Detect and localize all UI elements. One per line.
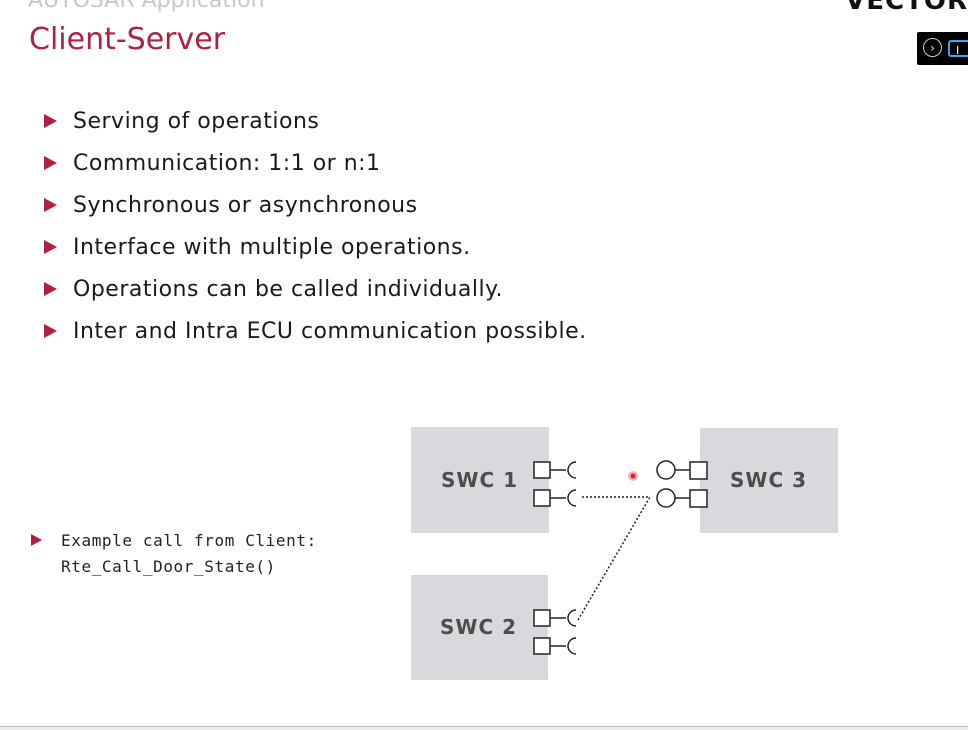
swc3-label: SWC 3: [730, 468, 808, 492]
swc1-label: SWC 1: [441, 468, 519, 492]
example-line-1: Example call from Client:: [61, 531, 317, 550]
player-controls[interactable]: › I: [917, 32, 968, 65]
footer-band: [0, 727, 968, 730]
bullet-text: Interface with multiple operations.: [73, 234, 471, 260]
triangle-bullet-icon: [44, 282, 57, 296]
list-item: Communication: 1:1 or n:1: [44, 142, 587, 184]
bullet-text: Inter and Intra ECU communication possib…: [73, 318, 587, 344]
swc2-port-2: [533, 637, 551, 655]
swc2-port-1: [533, 609, 551, 627]
triangle-bullet-icon: [44, 324, 57, 338]
example-line-2: Rte_Call_Door_State(): [61, 557, 276, 576]
list-item: Interface with multiple operations.: [44, 226, 587, 268]
list-item: Inter and Intra ECU communication possib…: [44, 310, 587, 352]
connector-swc2-swc3: [577, 496, 651, 621]
swc3-ball-1: [656, 460, 676, 480]
triangle-bullet-icon: [31, 534, 42, 546]
swc3-port-2: [689, 489, 708, 508]
swc2-box: [411, 575, 548, 680]
triangle-bullet-icon: [44, 114, 57, 128]
swc2-socket-1: [550, 609, 577, 627]
swc3-ball-2: [656, 488, 676, 508]
triangle-bullet-icon: [44, 198, 57, 212]
triangle-bullet-icon: [44, 156, 57, 170]
list-item: Operations can be called individually.: [44, 268, 587, 310]
slide-title: Client-Server: [29, 22, 226, 57]
bullet-text: Communication: 1:1 or n:1: [73, 150, 381, 176]
example-code: Example call from Client: Rte_Call_Door_…: [61, 528, 317, 580]
list-item: Serving of operations: [44, 100, 587, 142]
bullet-text: Operations can be called individually.: [73, 276, 503, 302]
caption-icon[interactable]: I: [948, 40, 968, 57]
brand-logo: VECTOR: [845, 0, 968, 16]
section-header: AUTOSAR Application: [28, 0, 265, 13]
bullet-text: Serving of operations: [73, 108, 320, 134]
swc1-port-1: [533, 461, 551, 479]
swc1-socket-2: [550, 489, 577, 507]
bullet-list: Serving of operations Communication: 1:1…: [44, 100, 587, 352]
bullet-text: Synchronous or asynchronous: [73, 192, 418, 218]
swc1-box: [411, 427, 549, 533]
swc2-label: SWC 2: [440, 615, 518, 639]
list-item: Synchronous or asynchronous: [44, 184, 587, 226]
swc3-box: [700, 428, 838, 533]
swc3-port-1: [689, 461, 708, 480]
swc1-port-2: [533, 489, 551, 507]
chevron-right-icon[interactable]: ›: [923, 38, 942, 57]
footer-divider: [0, 726, 968, 727]
swc2-socket-2: [550, 637, 577, 655]
triangle-bullet-icon: [44, 240, 57, 254]
swc1-socket-1: [550, 461, 577, 479]
